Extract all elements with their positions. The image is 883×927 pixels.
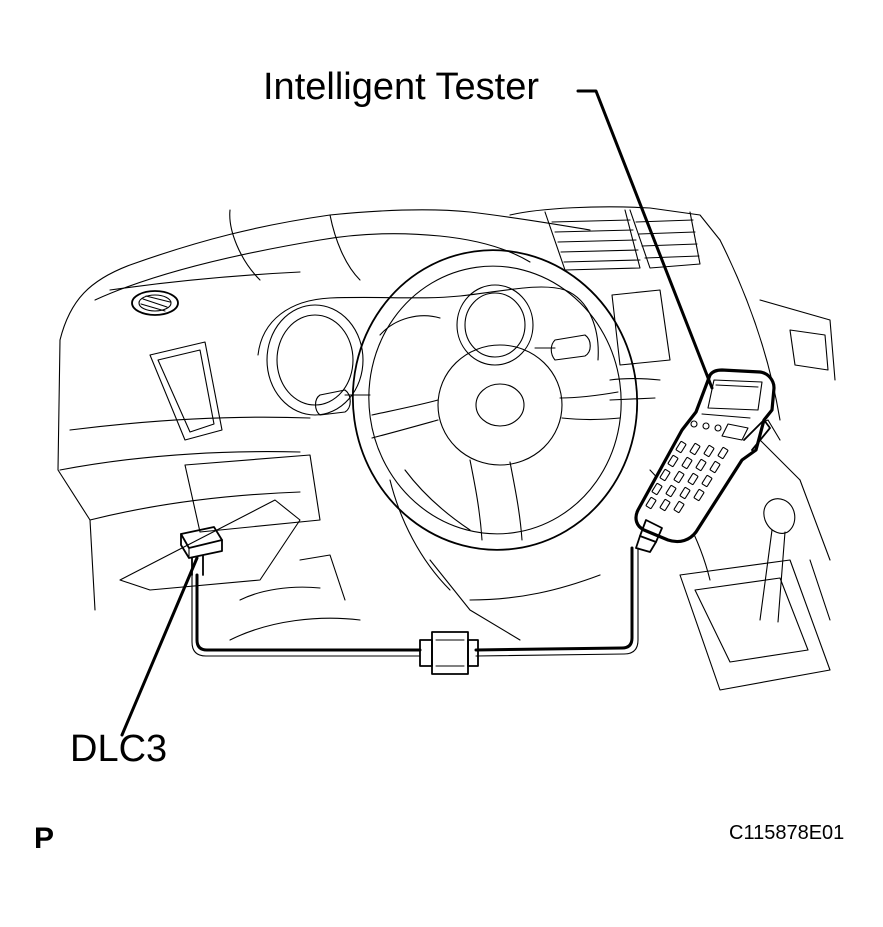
tester-leader-line <box>576 89 714 390</box>
tester-keypad <box>645 440 729 514</box>
steering-wheel <box>351 249 639 551</box>
instrument-cluster <box>257 284 599 416</box>
left-switch-panel <box>149 341 223 441</box>
figure-code-label: C115878E01 <box>729 822 845 844</box>
dlc3-leader-line <box>120 556 199 737</box>
lower-panel <box>119 454 361 641</box>
leader-lines <box>120 89 714 737</box>
round-vent-icon <box>131 290 179 316</box>
view-mark-label: P <box>34 822 55 855</box>
center-stack <box>509 206 836 421</box>
tester-cable <box>191 546 639 675</box>
steering-stalks <box>314 334 591 416</box>
dlc3-connector <box>180 526 223 576</box>
dashboard-outline <box>57 209 591 611</box>
steering-column <box>389 479 601 641</box>
dlc3-label: DLC3 <box>70 728 168 770</box>
tester-label: Intelligent Tester <box>263 66 540 108</box>
intelligent-tester-device <box>634 368 776 553</box>
